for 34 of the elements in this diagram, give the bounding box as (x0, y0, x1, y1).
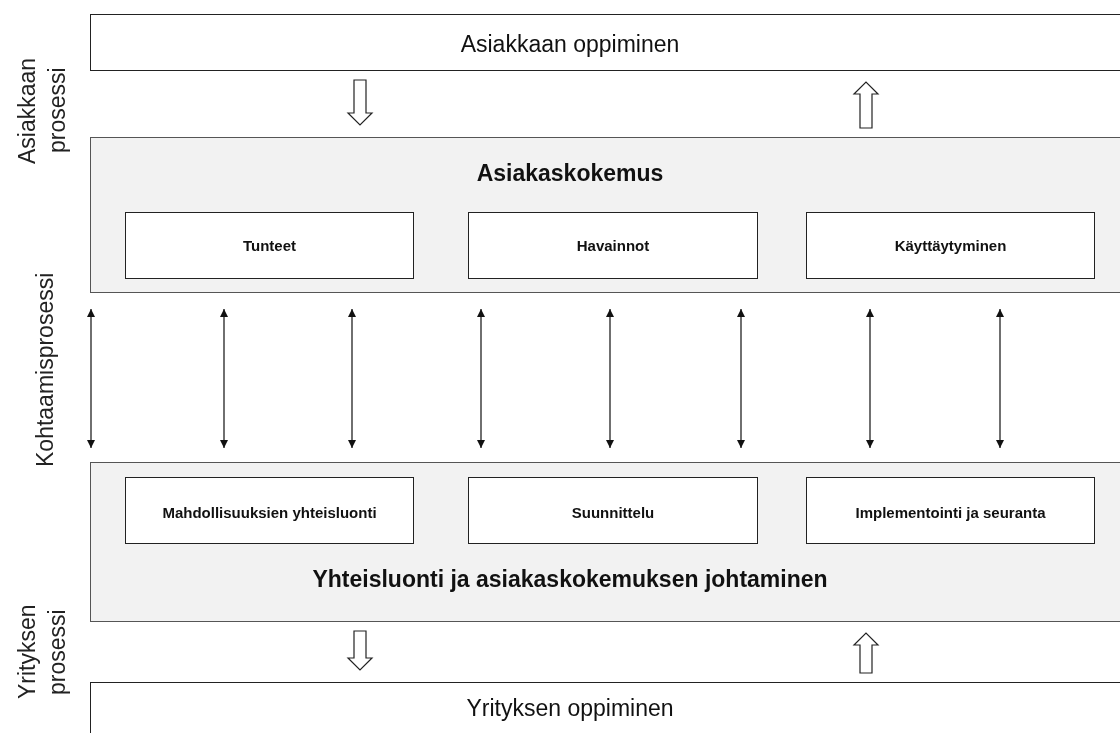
box-label: Implementointi ja seuranta (854, 504, 1047, 521)
double-arrow (87, 308, 95, 449)
box-label: Mahdollisuuksien yhteisluonti (161, 504, 378, 521)
process-box (806, 212, 1095, 279)
double-arrow (220, 308, 228, 449)
process-box (125, 212, 414, 279)
process-box (90, 14, 1120, 71)
box-label: Suunnittelu (570, 504, 656, 521)
process-box (468, 212, 758, 279)
hollow-arrow (346, 79, 374, 126)
side-label: Kohtaamisprosessi (31, 271, 59, 470)
double-arrow (477, 308, 485, 449)
band-heading: Asiakaskokemus (475, 160, 665, 187)
process-band (90, 462, 1120, 622)
process-box (806, 477, 1095, 544)
side-label: Asiakkaan prosessi (13, 56, 71, 166)
process-box (125, 477, 414, 544)
double-arrow (606, 308, 614, 449)
double-arrow (996, 308, 1004, 449)
hollow-arrow (346, 630, 374, 671)
process-band (90, 137, 1120, 293)
hollow-arrow (852, 81, 880, 129)
box-label: Yrityksen oppiminen (465, 695, 675, 722)
process-box (468, 477, 758, 544)
box-label: Tunteet (241, 237, 298, 254)
hollow-arrow (852, 632, 880, 674)
side-label: Yrityksen prosessi (13, 603, 71, 702)
double-arrow (737, 308, 745, 449)
box-label: Havainnot (575, 237, 651, 254)
double-arrow (866, 308, 874, 449)
double-arrow (348, 308, 356, 449)
box-label: Asiakkaan oppiminen (459, 31, 681, 58)
box-label: Käyttäytyminen (893, 237, 1008, 254)
band-heading: Yhteisluonti ja asiakaskokemuksen johtaminen (311, 566, 829, 593)
